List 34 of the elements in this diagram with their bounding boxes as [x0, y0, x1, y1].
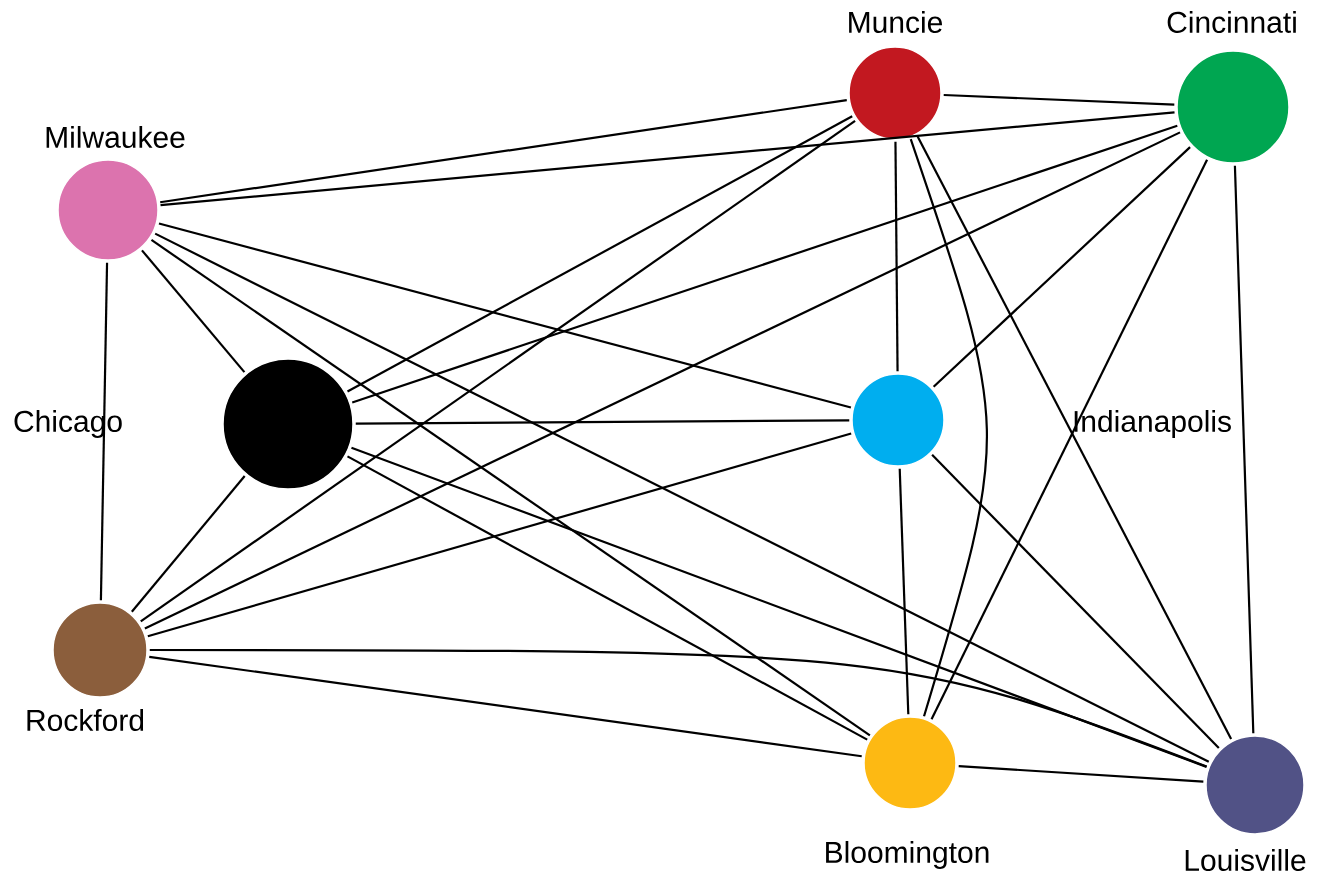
connector-line — [160, 99, 847, 204]
connector-line — [130, 475, 246, 613]
connector-line — [355, 419, 850, 425]
connector-line — [149, 655, 862, 758]
city-label: Bloomington — [826, 841, 989, 869]
connector-line — [1233, 165, 1255, 734]
connector-line — [149, 648, 1208, 768]
connector-line — [99, 262, 109, 601]
city-label: Rockford — [27, 708, 144, 731]
connector-line — [144, 131, 1181, 630]
connector-line — [346, 115, 853, 393]
city-label: Louisville — [1185, 848, 1306, 871]
connector-line — [351, 124, 1178, 404]
connector-line — [351, 446, 1207, 768]
connector-line — [154, 232, 1210, 763]
connector-line — [346, 455, 868, 741]
connector-line — [898, 468, 910, 715]
city-label: Milwaukee — [46, 125, 185, 148]
connector-line — [909, 138, 988, 717]
connector-line — [943, 93, 1175, 106]
connector-line — [931, 454, 1220, 749]
connector-line — [160, 111, 1175, 207]
connector-line — [150, 239, 871, 737]
connector-line — [147, 432, 852, 638]
connector-line — [930, 159, 1209, 720]
city-label: Cincinnati — [1167, 10, 1296, 33]
connector-line — [932, 146, 1191, 388]
connector-line — [894, 141, 899, 372]
city-label: Muncie — [849, 10, 942, 33]
connector-line — [140, 120, 856, 623]
connector-line — [158, 222, 852, 409]
connector-line — [916, 135, 1233, 740]
connector-line — [141, 249, 246, 373]
connector-line — [958, 765, 1204, 783]
